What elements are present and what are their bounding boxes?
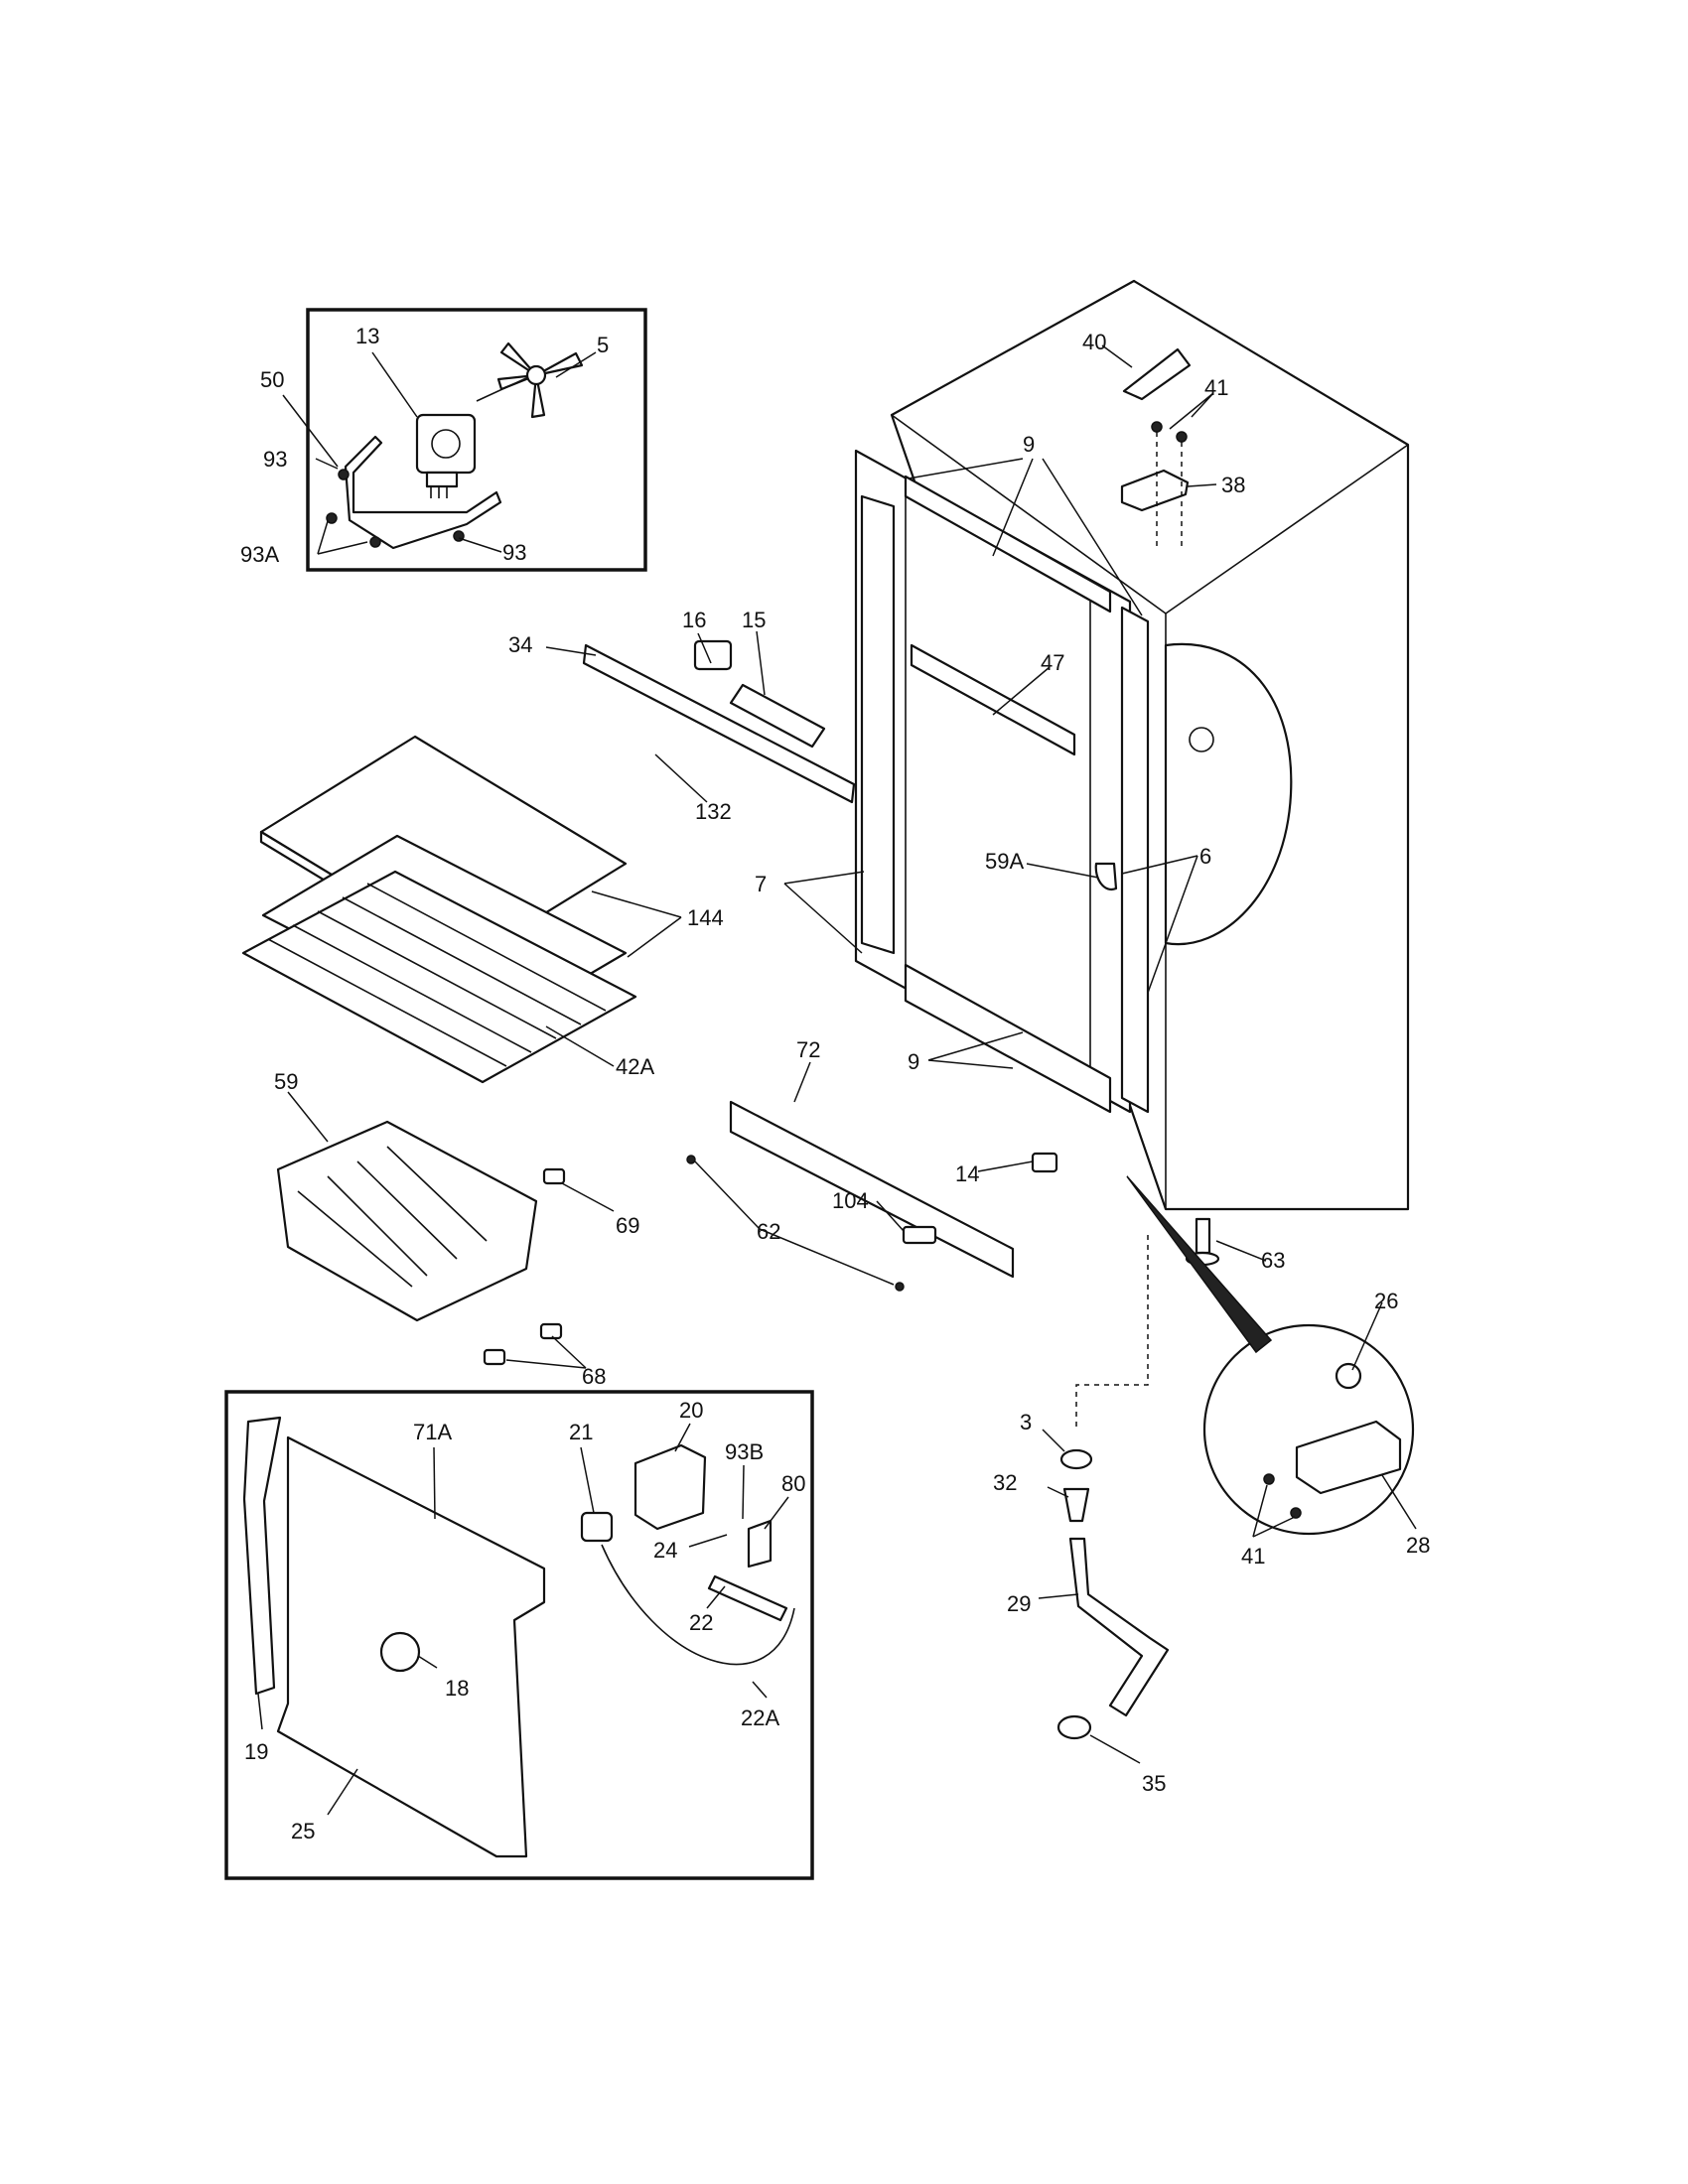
callout-15: 15 bbox=[742, 608, 766, 632]
callout-26: 26 bbox=[1374, 1289, 1398, 1313]
light-104 bbox=[902, 1225, 937, 1245]
hinge-bushing-26 bbox=[1335, 1362, 1362, 1390]
callout-13: 13 bbox=[355, 324, 379, 348]
drain-trough-19 bbox=[242, 1416, 282, 1696]
top-hinge-38 bbox=[1120, 469, 1190, 512]
callout-24: 24 bbox=[653, 1538, 677, 1563]
callout-14: 14 bbox=[955, 1161, 979, 1186]
gasket-right bbox=[1120, 606, 1150, 1114]
clip-59a bbox=[1094, 862, 1118, 891]
drain-plug-32 bbox=[1062, 1487, 1090, 1523]
callout-labels: 13 5 50 93 93A 93 40 41 38 9 16 15 34 47… bbox=[240, 324, 1430, 1843]
callout-69: 69 bbox=[616, 1213, 639, 1238]
callout-9-bottom: 9 bbox=[908, 1049, 919, 1074]
callout-38: 38 bbox=[1221, 473, 1245, 497]
callout-3: 3 bbox=[1020, 1410, 1032, 1434]
callout-59a: 59A bbox=[985, 849, 1024, 874]
callout-93-bottom: 93 bbox=[502, 540, 526, 565]
callout-40: 40 bbox=[1082, 330, 1106, 354]
drain-hose-29 bbox=[1068, 1537, 1170, 1717]
screws-62 bbox=[686, 1155, 905, 1292]
callout-71a: 71A bbox=[413, 1420, 452, 1444]
callout-22: 22 bbox=[689, 1610, 713, 1635]
callout-144: 144 bbox=[687, 905, 724, 930]
callout-93-top: 93 bbox=[263, 447, 287, 472]
callout-28: 28 bbox=[1406, 1533, 1430, 1558]
callout-72: 72 bbox=[796, 1037, 820, 1062]
freezer-cabinet bbox=[890, 279, 1410, 1211]
callout-132: 132 bbox=[695, 799, 732, 824]
gasket-left bbox=[860, 494, 896, 955]
callout-80: 80 bbox=[781, 1471, 805, 1496]
drain-cap-3 bbox=[1059, 1448, 1093, 1470]
fan-assembly-inset-frame bbox=[306, 308, 647, 572]
fan-blade bbox=[496, 341, 584, 419]
shelf-support-47 bbox=[910, 643, 1076, 756]
callout-63: 63 bbox=[1261, 1248, 1285, 1273]
callout-21: 21 bbox=[569, 1420, 593, 1444]
callout-104: 104 bbox=[832, 1188, 869, 1213]
basket-stops-68 bbox=[483, 1322, 563, 1366]
grommet-18 bbox=[379, 1631, 421, 1673]
callout-7: 7 bbox=[755, 872, 767, 896]
bottom-hinge-28 bbox=[1295, 1420, 1402, 1495]
callout-93b: 93B bbox=[725, 1439, 764, 1464]
motor-bracket bbox=[344, 435, 502, 550]
door-gasket-bottom bbox=[904, 963, 1112, 1114]
callout-16: 16 bbox=[682, 608, 706, 632]
callout-68: 68 bbox=[582, 1364, 606, 1389]
callout-41-top: 41 bbox=[1204, 375, 1228, 400]
switch-14 bbox=[1031, 1152, 1058, 1173]
callout-42a: 42A bbox=[616, 1054, 654, 1079]
callout-18: 18 bbox=[445, 1676, 469, 1701]
callout-29: 29 bbox=[1007, 1591, 1031, 1616]
light-bulb-15 bbox=[729, 683, 826, 749]
callout-59: 59 bbox=[274, 1069, 298, 1094]
wire-shelf-42a bbox=[241, 870, 637, 1084]
light-socket-16 bbox=[693, 639, 733, 671]
callout-62: 62 bbox=[757, 1219, 780, 1244]
hinge-screws-41 bbox=[1151, 421, 1188, 546]
defrost-timer-20 bbox=[633, 1443, 707, 1531]
callout-5: 5 bbox=[597, 333, 609, 357]
callout-35: 35 bbox=[1142, 1771, 1166, 1796]
heater-wire-22a bbox=[601, 1544, 795, 1666]
basket-stop-69 bbox=[542, 1167, 566, 1185]
cabinet-side-bulge bbox=[1164, 642, 1293, 946]
heater-bracket-80 bbox=[747, 1519, 773, 1569]
callout-22a: 22A bbox=[741, 1706, 779, 1730]
callout-32: 32 bbox=[993, 1470, 1017, 1495]
callout-6: 6 bbox=[1199, 844, 1211, 869]
hinge-cover-40 bbox=[1122, 347, 1192, 401]
callout-20: 20 bbox=[679, 1398, 703, 1423]
callout-25: 25 bbox=[291, 1819, 315, 1843]
hose-clamp-35 bbox=[1056, 1714, 1092, 1740]
callout-19: 19 bbox=[244, 1739, 268, 1764]
callout-50: 50 bbox=[260, 367, 284, 392]
callout-47: 47 bbox=[1041, 650, 1064, 675]
fan-motor bbox=[415, 376, 529, 498]
leader-lines bbox=[257, 344, 1417, 1816]
kick-plate-72 bbox=[729, 1100, 1015, 1279]
evaporator-cover-inset-frame bbox=[224, 1390, 814, 1880]
light-shield-34 bbox=[582, 643, 856, 804]
defrost-thermostat-21 bbox=[580, 1511, 614, 1543]
callout-34: 34 bbox=[508, 632, 532, 657]
heater-22 bbox=[707, 1574, 788, 1622]
callout-41-bottom: 41 bbox=[1241, 1544, 1265, 1569]
door-gasket-top bbox=[904, 475, 1112, 614]
callout-93a: 93A bbox=[240, 542, 279, 567]
basket-59 bbox=[276, 1120, 538, 1322]
callout-9-top: 9 bbox=[1023, 432, 1035, 457]
bottom-hinge-detail bbox=[1126, 1175, 1415, 1536]
